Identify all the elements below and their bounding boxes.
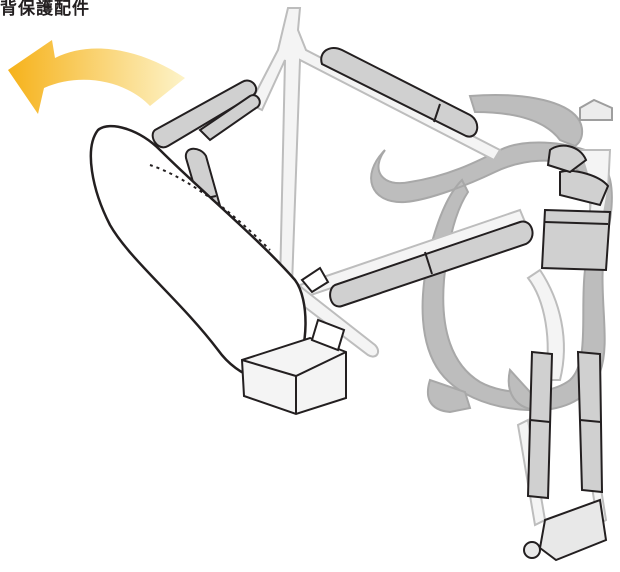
- curved-arrow-icon: [8, 40, 185, 114]
